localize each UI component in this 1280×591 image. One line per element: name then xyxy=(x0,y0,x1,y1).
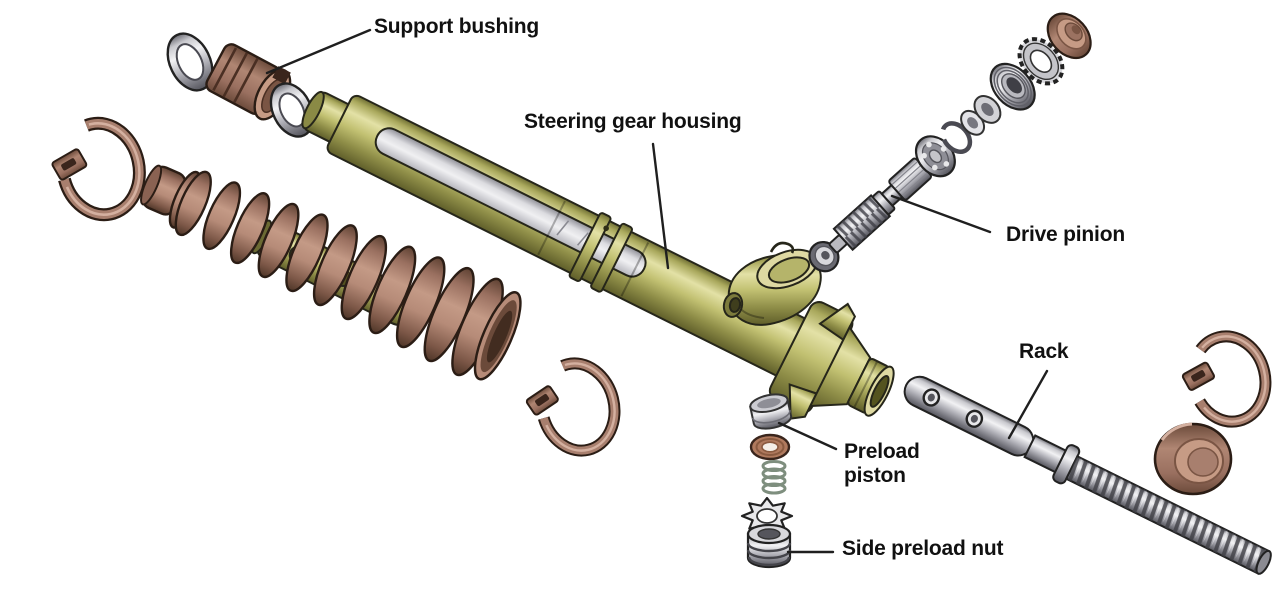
label-side-preload-nut: Side preload nut xyxy=(842,537,1004,560)
pinion-tower xyxy=(722,241,822,326)
label-steering-gear-housing: Steering gear housing xyxy=(524,110,742,133)
rack-shaft-with-teeth xyxy=(903,375,1272,575)
preload-piston-parts xyxy=(740,393,794,536)
pinion-end-cap xyxy=(1046,12,1092,60)
preload-piston-cup xyxy=(749,393,793,430)
pinion-washer-large xyxy=(973,95,1002,124)
leader-rack xyxy=(1007,369,1049,440)
rack-end-cap xyxy=(1153,422,1233,496)
leader-drive-pinion xyxy=(890,194,992,234)
bushing-washer-left xyxy=(166,32,214,92)
preload-spring xyxy=(761,460,787,495)
leader-steering-gear-housing xyxy=(651,142,670,270)
label-drive-pinion: Drive pinion xyxy=(1006,223,1125,246)
label-rack: Rack xyxy=(1019,340,1069,363)
bellows-boot xyxy=(140,164,522,381)
boot-clamp-upper-left xyxy=(51,116,146,222)
support-bushing-assembly xyxy=(166,32,315,138)
drive-pinion-stack xyxy=(808,12,1092,273)
boot-clamp-lower-center xyxy=(525,357,621,457)
pinion-ball-bearing xyxy=(914,135,956,178)
pinion-upper-bearing-race xyxy=(989,62,1036,111)
pinion-lower-bearing xyxy=(808,240,840,273)
label-preload-piston: Preload piston xyxy=(844,440,920,487)
pinion-star-lock-washer xyxy=(1017,37,1065,86)
side-preload-nut-parts xyxy=(746,523,792,569)
label-support-bushing: Support bushing xyxy=(374,15,539,38)
steering-gear-housing-tube xyxy=(301,90,895,420)
preload-copper-washer xyxy=(749,433,791,461)
leader-support-bushing xyxy=(265,28,372,75)
boot-clamp-right xyxy=(1181,330,1272,428)
leader-preload-piston xyxy=(777,421,838,451)
